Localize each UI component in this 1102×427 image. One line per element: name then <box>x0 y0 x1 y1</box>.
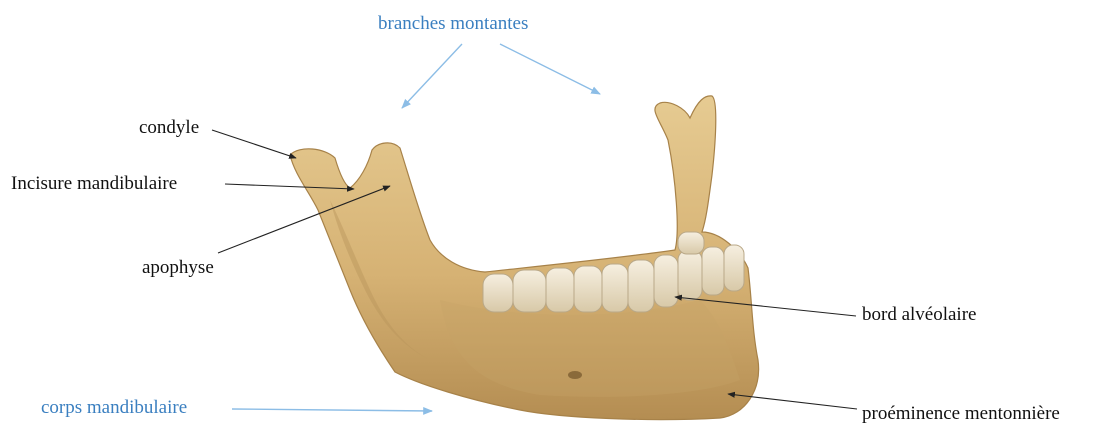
arrow-branches-right <box>500 44 600 94</box>
arrow-condyle <box>212 130 296 158</box>
arrow-branches-left <box>402 44 462 108</box>
arrow-corps <box>232 409 432 411</box>
label-apophyse: apophyse <box>142 258 214 277</box>
label-condyle: condyle <box>139 118 199 137</box>
label-proeminence-mentonniere: proéminence mentonnière <box>862 404 1060 423</box>
label-branches-montantes: branches montantes <box>378 14 528 33</box>
label-incisure-mandibulaire: Incisure mandibulaire <box>11 174 177 193</box>
label-bord-alveolaire: bord alvéolaire <box>862 305 976 324</box>
mental-foramen <box>568 371 582 379</box>
label-corps-mandibulaire: corps mandibulaire <box>41 398 187 417</box>
